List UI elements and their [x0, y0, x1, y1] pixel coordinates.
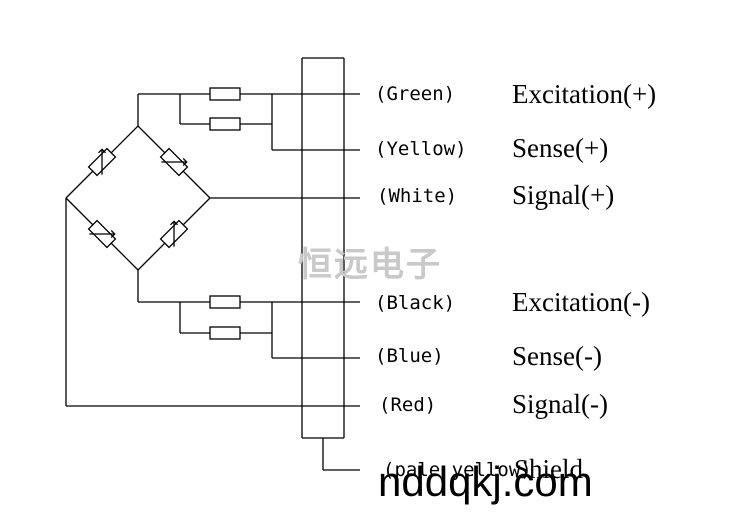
function-label-sense-negative: Sense(-)	[512, 341, 602, 371]
watermark: 恒远电子	[298, 245, 442, 285]
function-label-sense-positive: Sense(+)	[512, 133, 608, 163]
site-url-text: nddqkj.com	[378, 458, 593, 505]
top-resistor-2	[209, 117, 241, 131]
function-label-excitation-negative: Excitation(-)	[512, 287, 650, 317]
function-label-signal-positive: Signal(+)	[512, 180, 614, 210]
shield-wire	[322, 438, 360, 471]
wire-color-label-red: (Red)	[379, 394, 436, 416]
function-label-signal-negative: Signal(-)	[512, 389, 608, 419]
function-label-shield: Shield	[514, 454, 584, 484]
wire-color-label-white: (White)	[377, 185, 457, 207]
strain-gauge-bottom-right	[159, 219, 189, 249]
bottom-compensation-network	[137, 270, 360, 359]
strain-gauge-top-right	[159, 147, 189, 177]
wheatstone-bridge	[65, 125, 211, 271]
wire-color-label-blue: (Blue)	[375, 345, 444, 367]
bottom-resistor-1	[209, 295, 241, 309]
signal-negative-wire	[65, 198, 360, 407]
wire-color-label-yellow: (Yellow)	[375, 138, 467, 160]
wire-color-label-pale-yellow: (pale yellow)	[383, 459, 532, 481]
top-compensation-network	[137, 87, 360, 151]
strain-gauge-top-left	[87, 147, 117, 177]
bottom-resistor-2	[209, 326, 241, 340]
strain-gauge-bottom-left	[87, 219, 117, 249]
cable-bundle	[301, 57, 345, 439]
top-resistor-1	[209, 87, 241, 101]
wire-color-label-green: (Green)	[375, 83, 455, 105]
wire-color-label-black: (Black)	[375, 292, 455, 314]
function-label-excitation-positive: Excitation(+)	[512, 79, 656, 109]
